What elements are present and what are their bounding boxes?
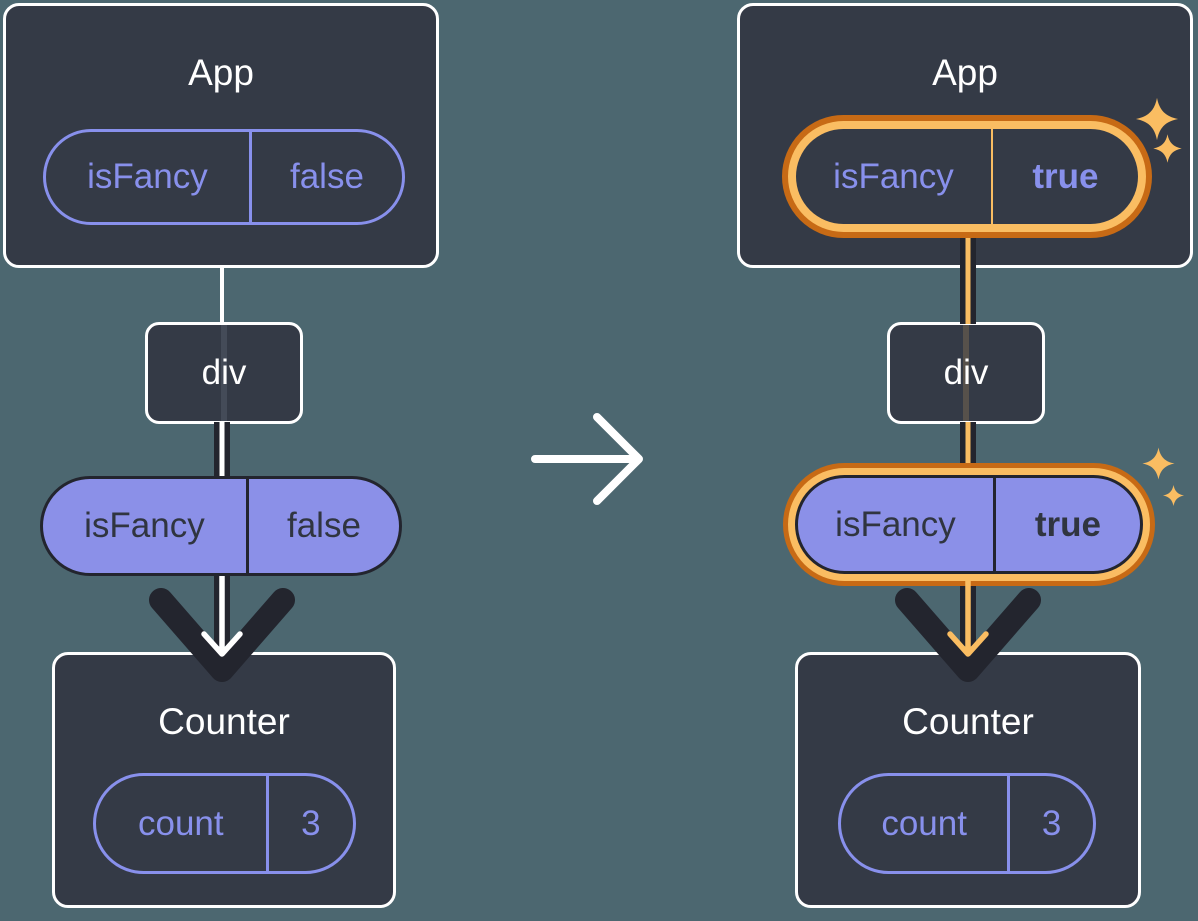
highlight-ring-outer: isFancy true bbox=[783, 463, 1155, 586]
sparkles-icon bbox=[1142, 447, 1175, 480]
connector-app-div bbox=[960, 234, 976, 324]
state-key: isFancy bbox=[833, 156, 954, 196]
prop-pill-after: isFancy true bbox=[795, 475, 1143, 574]
highlight-ring-inner: isFancy true bbox=[788, 121, 1146, 232]
pass-through-line bbox=[963, 325, 969, 421]
highlight-ring-inner: isFancy true bbox=[788, 468, 1150, 581]
div-node-after: div bbox=[887, 322, 1045, 424]
state-value: 3 bbox=[265, 776, 353, 871]
state-value: 3 bbox=[1007, 776, 1093, 871]
app-card-before: App isFancy false bbox=[3, 3, 439, 268]
prop-value: false bbox=[245, 479, 399, 573]
prop-value: true bbox=[992, 478, 1140, 571]
div-label: div bbox=[943, 353, 989, 392]
state-value: true bbox=[990, 129, 1138, 224]
prop-key: isFancy bbox=[84, 506, 205, 545]
arrow-down-icon bbox=[201, 576, 243, 657]
arrow-down-chevron bbox=[149, 588, 295, 682]
app-title: App bbox=[932, 52, 998, 93]
div-label: div bbox=[201, 353, 247, 392]
highlight-ring-outer: isFancy true bbox=[782, 115, 1152, 238]
state-key: isFancy bbox=[87, 157, 208, 196]
sparkle-icon bbox=[1153, 134, 1182, 163]
counter-state-pill: count 3 bbox=[838, 773, 1096, 874]
app-title: App bbox=[188, 52, 254, 93]
app-state-pill: isFancy false bbox=[43, 129, 405, 225]
connector-div-pill bbox=[214, 422, 230, 478]
sparkles-icon bbox=[1135, 97, 1179, 141]
arrow-down-chevron bbox=[895, 588, 1041, 682]
app-state-pill: isFancy true bbox=[796, 129, 1138, 224]
sparkle-icon bbox=[1162, 484, 1185, 507]
arrow-down-icon bbox=[947, 576, 989, 657]
state-key: count bbox=[881, 803, 967, 843]
prop-pill-before: isFancy false bbox=[40, 476, 402, 576]
connector-app-div bbox=[220, 266, 224, 324]
prop-key: isFancy bbox=[835, 504, 956, 544]
pass-through-line bbox=[221, 325, 227, 421]
counter-title: Counter bbox=[158, 701, 290, 742]
state-key: count bbox=[137, 803, 224, 843]
counter-card-after: Counter count 3 bbox=[795, 652, 1141, 908]
counter-state-pill: count 3 bbox=[93, 773, 356, 874]
counter-card-before: Counter count 3 bbox=[52, 652, 396, 908]
counter-title: Counter bbox=[902, 701, 1034, 742]
state-value: false bbox=[248, 132, 402, 222]
arrow-right-icon bbox=[531, 413, 643, 505]
div-node-before: div bbox=[145, 322, 303, 424]
